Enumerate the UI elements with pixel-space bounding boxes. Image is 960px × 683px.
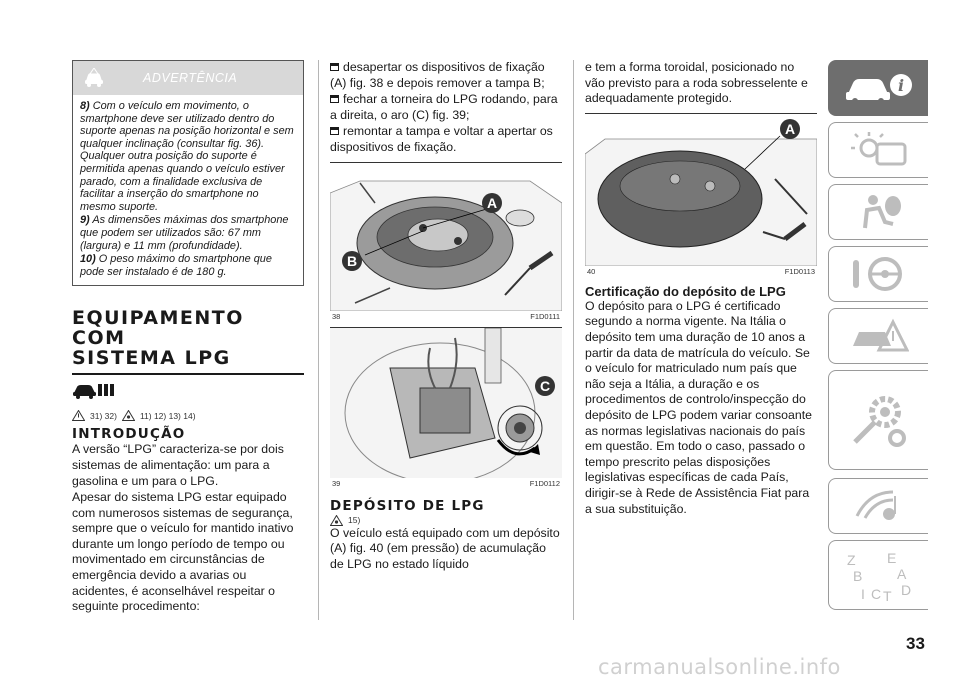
svg-text:C: C xyxy=(871,586,881,602)
figure-39-illustration: C xyxy=(330,327,562,478)
caution-hand-icon xyxy=(330,514,343,526)
deposit-refs: 15) xyxy=(330,514,562,526)
figure-38: A B 38 F1D0111 xyxy=(330,161,562,321)
svg-text:i: i xyxy=(897,76,903,95)
deposit-text: O veículo está equipado com um depósito … xyxy=(330,525,560,571)
lpg-car-icon xyxy=(73,384,114,400)
section-rule xyxy=(72,373,304,376)
column-2: desapertar os dispositivos de fixação (A… xyxy=(330,60,562,573)
figure-40-illustration: A xyxy=(585,118,817,266)
deposit-continued: e tem a forma toroidal, posicionado no v… xyxy=(585,60,808,106)
procedure-steps: desapertar os dispositivos de fixação (A… xyxy=(330,60,562,156)
column-3: e tem a forma toroidal, posicionado no v… xyxy=(585,60,817,518)
svg-text:I: I xyxy=(861,586,865,602)
page-number: 33 xyxy=(906,634,925,653)
figure-39-caption: 39 F1D0112 xyxy=(332,478,560,488)
column-divider-1 xyxy=(318,60,319,620)
car-info-icon: i xyxy=(845,74,912,104)
svg-text:A: A xyxy=(897,566,907,582)
deposit-title: DEPÓSITO DE LPG xyxy=(330,497,485,514)
svg-text:Z: Z xyxy=(847,552,856,568)
warning-item-9: 9) As dimensões máximas dos smartphone q… xyxy=(80,214,289,252)
svg-text:D: D xyxy=(901,582,911,598)
warning-car-icon xyxy=(85,68,103,87)
step-1: desapertar os dispositivos de fixação (A… xyxy=(330,60,545,90)
certification-text: O depósito para o LPG é certificado segu… xyxy=(585,298,812,516)
maintenance-icon xyxy=(852,396,906,447)
tab-multimedia[interactable] xyxy=(828,478,928,534)
intro-text: A versão “LPG” caracteriza-se por dois s… xyxy=(72,442,294,614)
figure-40: A 40 F1D0113 xyxy=(585,112,817,276)
step-2: fechar a torneira do LPG rodando, para a… xyxy=(330,92,558,122)
tab-safety[interactable] xyxy=(828,184,928,240)
step-3: remontar a tampa e voltar a apertar os d… xyxy=(330,124,553,154)
tab-emergency[interactable] xyxy=(828,308,928,364)
watermark: carmanualsonline.info xyxy=(598,655,841,679)
bullet-icon xyxy=(330,63,339,71)
starting-driving-icon xyxy=(852,257,902,291)
figure-38-label-b: B xyxy=(347,253,357,269)
tab-starting-driving[interactable] xyxy=(828,246,928,302)
warning-body: 8) Com o veículo em movimento, o smartph… xyxy=(73,95,303,285)
svg-text:E: E xyxy=(887,550,896,566)
intro-title: INTRODUÇÃO xyxy=(72,426,186,443)
section-refs: 31) 32) 11) 12) 13) 14) xyxy=(72,410,304,422)
figure-40-label-a: A xyxy=(785,121,795,137)
svg-text:B: B xyxy=(853,568,862,584)
figure-38-label-a: A xyxy=(487,195,497,211)
warning-emergency-icon xyxy=(852,318,909,352)
lpg-logo xyxy=(72,381,304,404)
tab-index[interactable]: Z E B A I C T D xyxy=(828,540,928,610)
figure-39-label-c: C xyxy=(540,378,550,394)
caution-hand-icon xyxy=(121,410,135,422)
bullet-icon xyxy=(330,127,339,136)
svg-text:T: T xyxy=(883,588,892,603)
tab-maintenance[interactable] xyxy=(828,370,928,470)
tab-dashboard-lights[interactable] xyxy=(828,122,928,178)
certification-title: Certificação do depósito de LPG xyxy=(585,283,786,299)
warning-header: ADVERTÊNCIA xyxy=(73,61,303,95)
column-divider-2 xyxy=(573,60,574,620)
dashboard-lights-icon xyxy=(850,132,906,166)
warning-item-8: 8) Com o veículo em movimento, o smartph… xyxy=(80,100,294,213)
section-title: EQUIPAMENTO COM SISTEMA LPG xyxy=(72,307,244,370)
warning-item-10: 10) O peso máximo do smartphone que pode… xyxy=(80,253,272,278)
bullet-icon xyxy=(330,95,339,104)
figure-39: C 39 F1D0112 xyxy=(330,326,562,488)
figure-40-caption: 40 F1D0113 xyxy=(587,266,815,276)
safety-airbag-icon xyxy=(862,195,901,229)
index-icon: Z E B A I C T D xyxy=(847,550,911,603)
multimedia-icon xyxy=(855,490,896,520)
warning-triangle-icon xyxy=(72,410,85,422)
tab-car-info[interactable]: i xyxy=(828,60,928,116)
column-1: ADVERTÊNCIA 8) Com o veículo em moviment… xyxy=(72,60,304,616)
warning-box: ADVERTÊNCIA 8) Com o veículo em moviment… xyxy=(72,60,304,287)
figure-38-illustration: A B xyxy=(330,180,562,311)
warning-title: ADVERTÊNCIA xyxy=(143,71,238,85)
figure-38-caption: 38 F1D0111 xyxy=(332,311,560,321)
